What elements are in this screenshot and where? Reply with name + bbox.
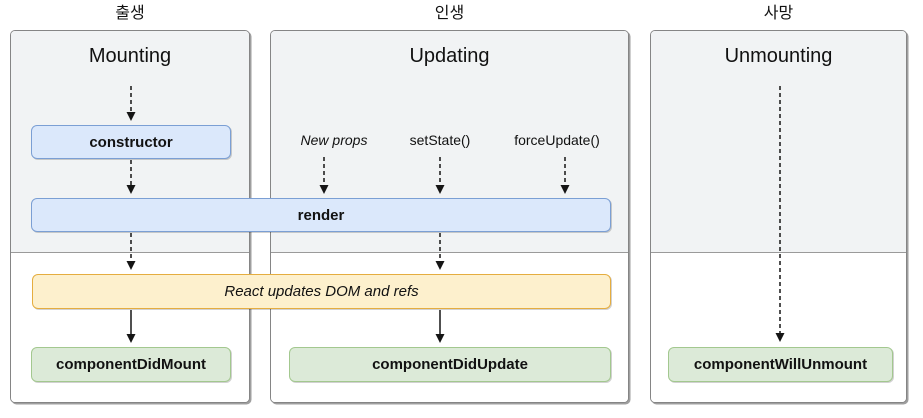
- column-header-life: 인생: [434, 5, 465, 22]
- column-header-death: 사망: [763, 5, 794, 22]
- panel-title-mounting: Mounting: [88, 45, 172, 67]
- component-will-unmount-box[interactable]: componentWillUnmount: [668, 347, 893, 382]
- component-did-mount-box[interactable]: componentDidMount: [31, 347, 231, 382]
- component-did-update-box[interactable]: componentDidUpdate: [289, 347, 611, 382]
- panel-title-unmounting: Unmounting: [724, 45, 833, 67]
- render-box[interactable]: render: [31, 198, 611, 232]
- label-new-props: New props: [300, 132, 368, 148]
- unmounting-render-phase: [651, 31, 906, 253]
- column-header-birth: 출생: [115, 5, 145, 22]
- panel-title-updating: Updating: [409, 45, 490, 67]
- constructor-box[interactable]: constructor: [31, 125, 231, 159]
- label-set-state: setState(): [409, 132, 471, 148]
- react-updates-dom-box: React updates DOM and refs: [32, 274, 611, 309]
- label-force-update: forceUpdate(): [514, 132, 600, 148]
